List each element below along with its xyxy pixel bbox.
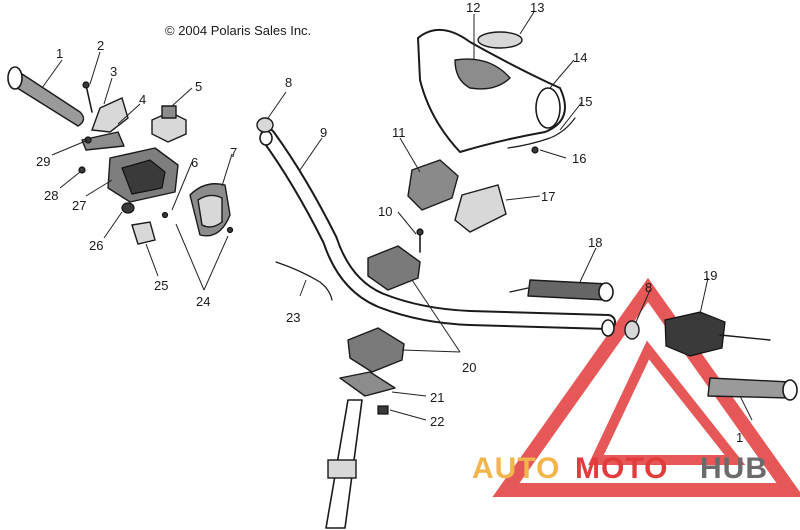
callout-25: 25 [154,278,168,293]
callout-1-right: 1 [736,430,743,445]
part-control-19 [664,311,771,357]
watermark-text: AUTO MOTO HUB [472,452,768,485]
callout-24: 24 [196,294,210,309]
watermark-inner-triangle [588,340,746,465]
callout-17: 17 [541,189,555,204]
callout-29: 29 [36,154,50,169]
callout-6: 6 [191,155,198,170]
watermark-brand-moto: MOTO [575,452,668,485]
callout-15: 15 [578,94,592,109]
part-cover-17 [454,184,507,233]
part-headlight-pod [417,29,566,153]
callout-27: 27 [72,198,86,213]
part-screw-28 [78,166,86,174]
part-bolt-2 [82,81,93,113]
callout-23: 23 [286,310,300,325]
callout-numbers: 1 2 3 4 5 6 7 8 9 10 11 12 13 14 15 16 1… [36,0,743,445]
part-cover-7 [189,183,231,237]
callout-11: 11 [392,125,406,140]
callout-21: 21 [430,390,444,405]
callout-9: 9 [320,125,327,140]
part-wire-15 [507,117,576,149]
part-steering-post [325,371,396,529]
callout-12: 12 [466,0,480,15]
callout-3: 3 [110,64,117,79]
part-handlebar-9 [259,128,616,337]
callout-10: 10 [378,204,392,219]
copyright-text: © 2004 Polaris Sales Inc. [165,23,311,38]
callout-13: 13 [530,0,544,15]
callout-8-left: 8 [285,75,292,90]
leader-lines [41,11,753,421]
watermark-brand-hub: HUB [700,452,768,485]
part-bolt-10 [416,228,424,253]
callout-5: 5 [195,79,202,94]
part-nut-26 [121,202,135,214]
part-clamp-lower-20 [347,327,405,373]
callout-18: 18 [588,235,602,250]
part-grip-right [707,377,798,401]
part-clip-25 [131,221,156,245]
callout-20: 20 [462,360,476,375]
callout-4: 4 [139,92,146,107]
part-upper-cover-11 [407,159,459,211]
callout-22: 22 [430,414,444,429]
part-screw-24b [226,226,234,234]
part-clamp-upper-20 [367,245,421,291]
callout-7: 7 [230,145,237,160]
callout-26: 26 [89,238,103,253]
part-switch-housing-27 [107,147,179,203]
callout-2: 2 [97,38,104,53]
callout-8-right: 8 [645,280,652,295]
part-cable-23 [275,261,333,301]
callout-1-left: 1 [56,46,63,61]
part-switch-5 [151,105,187,143]
callout-16: 16 [572,151,586,166]
part-screw-16 [531,146,539,154]
part-emblem-13 [477,31,523,49]
part-plug-8-right [624,320,640,340]
watermark-brand-auto: AUTO [472,452,560,485]
callout-19: 19 [703,268,717,283]
part-screw-24a [161,211,169,219]
part-plug-8-left [256,117,274,133]
part-throttle-grip-18 [509,279,614,302]
callout-28: 28 [44,188,58,203]
part-grip-left [7,66,85,127]
part-nut-22 [377,405,389,415]
callout-14: 14 [573,50,587,65]
